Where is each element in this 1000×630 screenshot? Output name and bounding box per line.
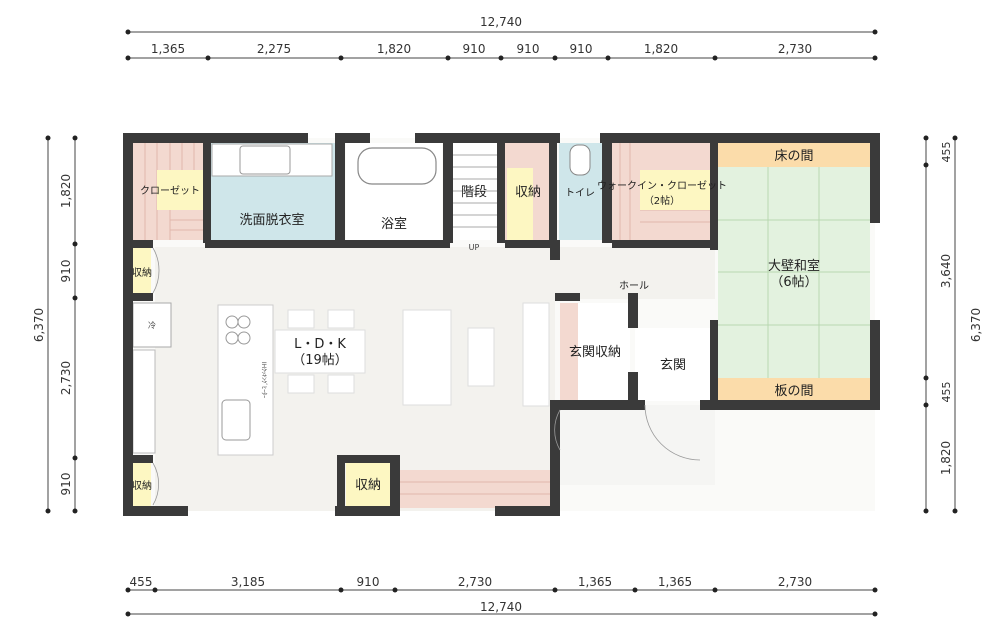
right-segment-label: 1,820: [939, 441, 953, 475]
right-segment-label: 455: [940, 142, 953, 163]
genkan-floor: [635, 328, 710, 401]
ldk-size-label: （19帖）: [292, 353, 348, 368]
closet-label: クローゼット: [140, 185, 200, 197]
top-segment-label: 910: [570, 42, 593, 56]
stairs-label: 階段: [461, 185, 487, 200]
walkin-label: ウォークイン・クローゼット: [597, 180, 727, 192]
door-swings: [152, 247, 701, 506]
fridge-label: 冷: [148, 320, 156, 330]
walkin-shelf: [640, 170, 715, 210]
dining-table: [274, 329, 366, 374]
top-total-label: 12,740: [480, 15, 522, 29]
washitsu-label: 大壁和室: [768, 258, 820, 274]
itanoma-label: 板の間: [774, 384, 813, 399]
dimension-labels-right: 455 3,640 455 1,820 6,370: [939, 142, 983, 476]
ldk-label: L・D・K: [294, 337, 346, 352]
bottom-segment-label: 910: [357, 575, 380, 589]
bench: [400, 470, 550, 508]
walls: [123, 133, 880, 516]
left-segment-label: 2,730: [59, 361, 73, 395]
left-segment-label: 910: [59, 260, 73, 283]
storage-bottom-floor: [346, 463, 390, 508]
top-segment-label: 2,275: [257, 42, 291, 56]
fridge: [132, 302, 172, 348]
genkan-storage-label: 玄関収納: [569, 345, 621, 360]
bottom-segment-label: 455: [130, 575, 153, 589]
top-segment-label: 910: [517, 42, 540, 56]
kitchen-island: [217, 304, 274, 456]
coffee-table: [467, 327, 495, 387]
right-segment-label: 455: [940, 382, 953, 403]
right-total-label: 6,370: [969, 308, 983, 342]
bottom-total-label: 12,740: [480, 600, 522, 614]
bath-label: 浴室: [381, 216, 407, 232]
left-segment-label: 910: [59, 473, 73, 496]
top-segment-label: 1,820: [377, 42, 411, 56]
dimension-labels-left: 6,370 1,820 910 2,730 910: [32, 174, 73, 496]
storage-top-label: 収納: [515, 185, 541, 200]
tokonoma-label: 床の間: [774, 149, 813, 164]
dimension-ticks: [45, 29, 958, 617]
back-counter: [132, 349, 156, 454]
dimension-labels-bottom: 455 3,185 910 2,730 1,365 1,365 2,730 12…: [130, 575, 813, 614]
sofa: [402, 309, 452, 406]
closet-shelf: [157, 170, 207, 210]
walkin-size-label: （2帖）: [644, 194, 680, 207]
storage-bottom-label: 収納: [355, 478, 381, 493]
right-segment-label: 3,640: [939, 254, 953, 288]
top-segment-label: 2,730: [778, 42, 812, 56]
top-segment-label: 1,820: [644, 42, 678, 56]
dimension-lines: [47, 31, 956, 615]
itanoma-floor: [718, 378, 870, 402]
hall-label: ホール: [619, 280, 649, 292]
washitsu-size-label: （6帖）: [770, 275, 817, 290]
left-segment-label: 1,820: [59, 174, 73, 208]
storage-left-lower-label: 収納: [132, 479, 152, 492]
top-segment-label: 1,365: [151, 42, 185, 56]
dimension-labels-top: 12,740 1,365 2,275 1,820 910 910 910 1,8…: [151, 15, 812, 56]
left-total-label: 6,370: [32, 308, 46, 342]
bottom-segment-label: 1,365: [658, 575, 692, 589]
ih-label: IHｸｯｷﾝｸﾞﾋｰﾀｰ: [260, 362, 267, 398]
storage-left-upper-label: 収納: [132, 266, 152, 279]
bottom-segment-label: 2,730: [778, 575, 812, 589]
porch: [560, 405, 715, 485]
tokonoma-floor: [718, 143, 870, 167]
genkan-label: 玄関: [660, 358, 686, 373]
bottom-segment-label: 3,185: [231, 575, 265, 589]
stairs-up-label: UP: [469, 243, 480, 252]
toilet-label: トイレ: [565, 188, 595, 199]
floor-fills: [128, 138, 875, 511]
top-segment-label: 910: [463, 42, 486, 56]
genkan-storage-floor: [560, 303, 578, 401]
hall-floor: [555, 247, 715, 299]
room-labels: クローゼット 洗面脱衣室 浴室 階段 UP 収納 トイレ ウォークイン・クローゼ…: [132, 149, 820, 493]
storage-left-lower-floor: [133, 461, 151, 506]
tv-board: [522, 302, 550, 407]
bottom-segment-label: 2,730: [458, 575, 492, 589]
washroom-label: 洗面脱衣室: [239, 212, 304, 228]
storage-left-upper-floor: [133, 248, 151, 293]
bottom-segment-label: 1,365: [578, 575, 612, 589]
